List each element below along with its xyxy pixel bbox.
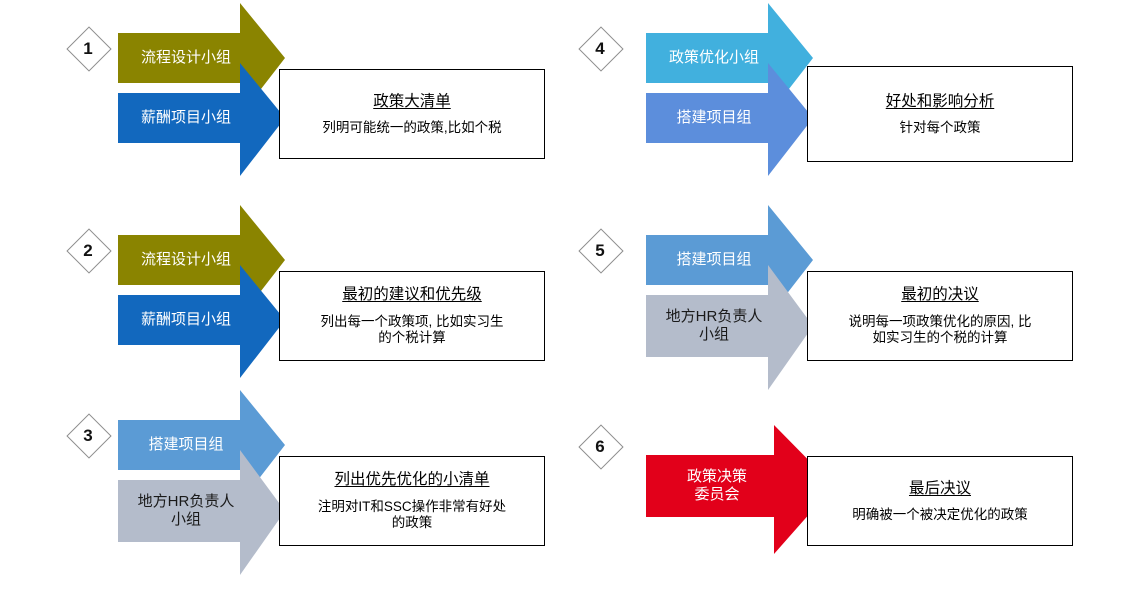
outcome-body-4: 针对每个政策 <box>899 119 981 135</box>
outcome-body-6: 明确被一个被决定优化的政策 <box>852 506 1028 522</box>
step-number-label: 1 <box>83 38 93 58</box>
arrow-svg <box>646 265 813 390</box>
arrow-svg <box>646 425 834 554</box>
process-arrow-2-2: 薪酬项目小组 <box>118 265 285 378</box>
arrow-svg <box>646 63 813 176</box>
arrow-shape <box>646 425 834 554</box>
step-number-marker-2: 2 <box>66 228 112 274</box>
arrow-shape <box>646 265 813 390</box>
process-arrow-3-2: 地方HR负责人 小组 <box>118 450 285 575</box>
step-number-label: 4 <box>595 38 605 58</box>
outcome-title-1: 政策大清单 <box>373 92 451 110</box>
process-arrow-4-2: 搭建项目组 <box>646 63 813 176</box>
process-arrow-1-2: 薪酬项目小组 <box>118 63 285 176</box>
outcome-title-2: 最初的建议和优先级 <box>342 286 482 304</box>
outcome-box-4: 好处和影响分析针对每个政策 <box>807 66 1073 162</box>
step-number-marker-3: 3 <box>66 413 112 459</box>
step-number-marker-5: 5 <box>578 228 624 274</box>
step-number-marker-1: 1 <box>66 26 112 72</box>
outcome-box-6: 最后决议明确被一个被决定优化的政策 <box>807 456 1073 546</box>
arrow-svg <box>118 63 285 176</box>
outcome-title-6: 最后决议 <box>908 479 971 497</box>
arrow-shape <box>118 265 285 378</box>
step-number-marker-4: 4 <box>578 26 624 72</box>
arrow-shape <box>118 63 285 176</box>
arrow-svg <box>118 265 285 378</box>
outcome-title-5: 最初的决议 <box>901 286 979 304</box>
outcome-title-4: 好处和影响分析 <box>885 92 995 110</box>
step-number-label: 6 <box>595 436 605 456</box>
step-number-label: 5 <box>595 240 605 260</box>
arrow-shape <box>118 450 285 575</box>
arrow-shape <box>646 63 813 176</box>
process-arrow-5-2: 地方HR负责人 小组 <box>646 265 813 390</box>
arrow-svg <box>118 450 285 575</box>
process-arrow-6-1: 政策决策 委员会 <box>646 425 834 554</box>
outcome-body-3: 注明对IT和SSC操作非常有好处 的政策 <box>317 498 507 531</box>
outcome-body-1: 列明可能统一的政策,比如个税 <box>322 119 502 135</box>
outcome-title-3: 列出优先优化的小清单 <box>334 471 490 489</box>
outcome-box-1: 政策大清单列明可能统一的政策,比如个税 <box>279 69 545 159</box>
step-number-marker-6: 6 <box>578 424 624 470</box>
step-number-label: 3 <box>83 425 93 445</box>
outcome-body-5: 说明每一项政策优化的原因, 比 如实习生的个税的计算 <box>848 313 1032 346</box>
outcome-box-2: 最初的建议和优先级列出每一个政策项, 比如实习生 的个税计算 <box>279 271 545 361</box>
step-number-label: 2 <box>83 240 93 260</box>
outcome-body-2: 列出每一个政策项, 比如实习生 的个税计算 <box>320 313 504 346</box>
outcome-box-3: 列出优先优化的小清单注明对IT和SSC操作非常有好处 的政策 <box>279 456 545 546</box>
outcome-box-5: 最初的决议说明每一项政策优化的原因, 比 如实习生的个税的计算 <box>807 271 1073 361</box>
